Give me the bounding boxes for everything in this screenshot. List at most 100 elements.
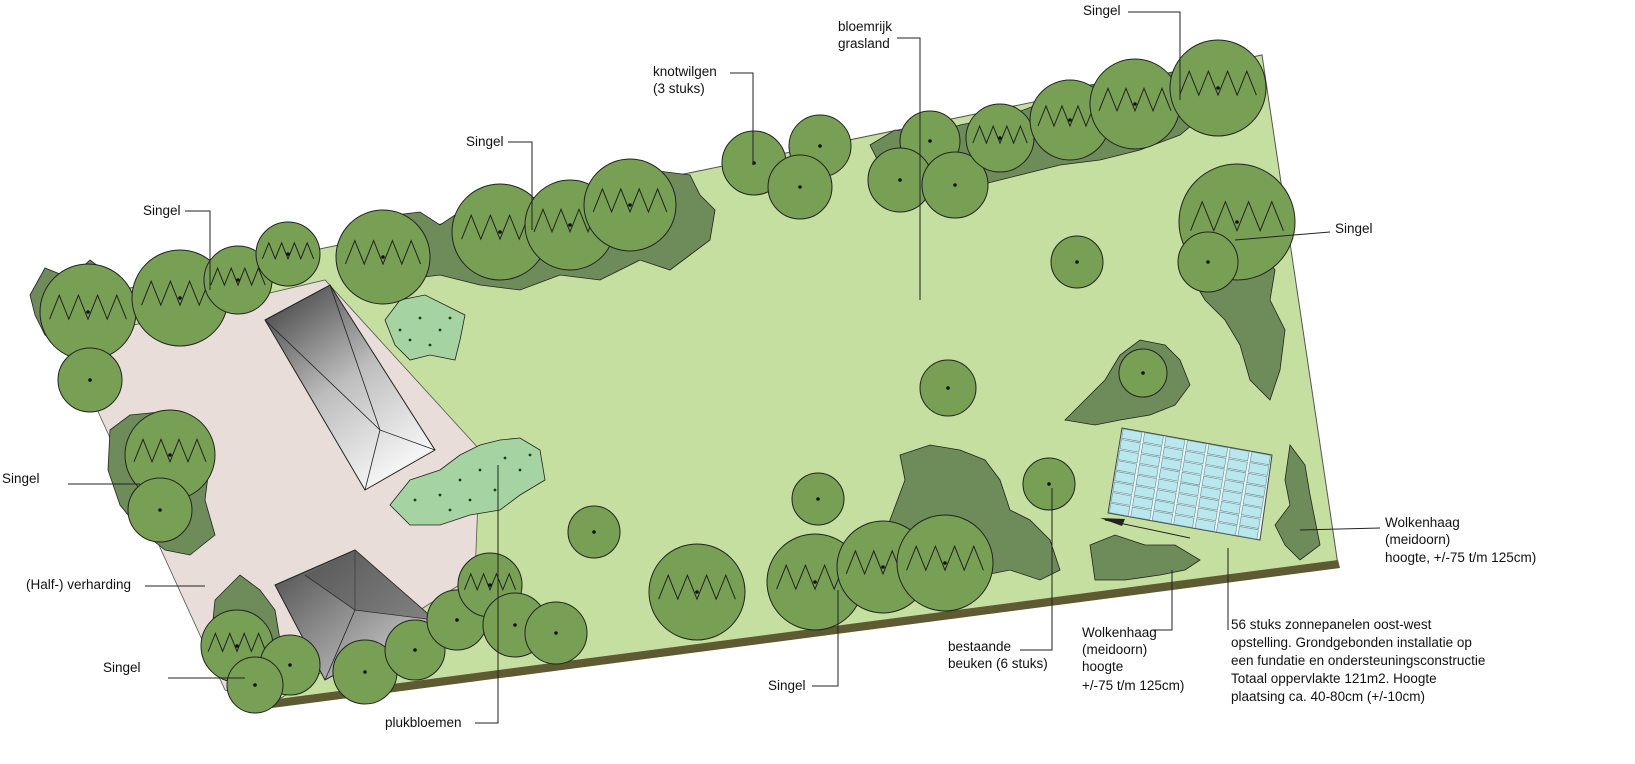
north-arrow (1100, 518, 1191, 539)
label-wolkenhaag-mid-line2: (meidoorn) (1082, 642, 1147, 657)
canopy-outline (49, 293, 127, 321)
solar-panel (1133, 485, 1156, 499)
house-building (264, 284, 436, 491)
label-singel-bottom-left: Singel (103, 660, 141, 675)
tree-trunk-dot (1141, 371, 1145, 375)
label-halfverharding: (Half-) verharding (26, 577, 131, 592)
solar-panel (1246, 472, 1268, 487)
solar-panel (1196, 507, 1218, 522)
solar-panel (1116, 460, 1138, 474)
solar-panel (1132, 496, 1154, 510)
plan-labels: Singel bloemrijk grasland knotwilgen (3 … (2, 3, 1536, 730)
solar-panel (1110, 492, 1132, 506)
tree-trunk-dot (363, 670, 367, 674)
solar-panel (1153, 499, 1175, 514)
tree-trunk-dot (1068, 118, 1072, 122)
label-wolkenhaag-mid-line4: +/-75 t/m 125cm) (1082, 678, 1184, 693)
label-zonnepanelen-line2: opstelling. Grondgebonden installatie op (1231, 635, 1472, 650)
solar-panel (1244, 483, 1266, 497)
tree-trunk-dot (1206, 260, 1210, 264)
solar-panel (1130, 506, 1152, 521)
label-zonnepanelen-line3: een fundatie en ondersteuningsconstructi… (1231, 653, 1485, 668)
solar-panel (1248, 462, 1270, 476)
tree-trunk-dot (86, 310, 90, 314)
solar-panel-field (1107, 427, 1273, 541)
canopy-outline (592, 187, 668, 214)
canopy-outline (906, 544, 984, 572)
label-singel-right: Singel (1335, 221, 1373, 236)
label-knotwilgen-line1: knotwilgen (653, 64, 717, 79)
canopy-outline (133, 437, 207, 464)
flower-patches (384, 294, 546, 526)
solar-panel (1162, 446, 1184, 461)
tree-trunk-dot (1133, 102, 1137, 106)
solar-panel (1139, 453, 1161, 468)
solar-panel (1114, 471, 1136, 485)
canopy-outline (658, 573, 736, 601)
tree-trunk-dot (158, 508, 162, 512)
label-wolkenhaag-mid-line3: hoogte (1082, 659, 1123, 674)
tree-trunk-dot (498, 230, 502, 234)
solar-panel (1160, 457, 1182, 471)
tree-trunk-dot (881, 565, 885, 569)
tree-trunk-dot (898, 178, 902, 182)
canopy-outline (344, 239, 422, 266)
label-beuken-line2: beuken (6 stuks) (948, 656, 1048, 671)
label-zonnepanelen-line1: 56 stuks zonnepanelen oost-west (1231, 617, 1432, 632)
solar-panel (1224, 469, 1247, 483)
tree-trunk-dot (943, 561, 947, 565)
label-bloemrijk-line2: grasland (838, 36, 890, 51)
solar-panel (1176, 493, 1198, 507)
solar-panel (1221, 490, 1243, 504)
solar-panel (1200, 486, 1222, 500)
solar-panel (1198, 497, 1220, 511)
solar-panel (1219, 500, 1241, 515)
wolkenhaag-hedge-right (1274, 443, 1321, 561)
flower-patch-upper (384, 294, 466, 361)
tree-trunk-dot (816, 497, 820, 501)
label-wolkenhaag-right-line3: hoogte, +/-75 t/m 125cm) (1385, 550, 1536, 565)
canopy-outline (207, 632, 267, 653)
solar-panel (1142, 432, 1164, 446)
tree-trunk-dot (235, 644, 239, 648)
solar-panel (1203, 465, 1225, 479)
tree-trunk-dot (1047, 482, 1051, 486)
label-wolkenhaag-right-line1: Wolkenhaag (1385, 515, 1460, 530)
solar-panel (1140, 443, 1163, 457)
solar-panel (1121, 428, 1143, 442)
solar-panel (1242, 494, 1264, 508)
canopy-outline (210, 266, 266, 287)
tree-trunk-dot (946, 386, 950, 390)
label-wolkenhaag-right-line2: (meidoorn) (1385, 532, 1450, 547)
solar-panel (1151, 510, 1173, 525)
tree-trunk-dot (628, 203, 632, 207)
label-singel-top-mid: Singel (466, 134, 504, 149)
tree-trunk-dot (813, 580, 817, 584)
solar-panel (1223, 479, 1245, 494)
flower-patch-lower (389, 437, 546, 526)
tree-trunk-dot (953, 183, 957, 187)
solar-panel (1117, 449, 1139, 464)
label-zonnepanelen-line5: plaatsing ca. 40-80cm (+/-10cm) (1231, 689, 1425, 704)
solar-panel (1119, 439, 1141, 453)
wolkenhaag-hedge-mid (1089, 534, 1201, 581)
canopy-outline (261, 241, 315, 261)
solar-panel (1205, 454, 1227, 469)
tree-trunk-dot (928, 139, 932, 143)
solar-panel (1112, 481, 1134, 496)
tree-trunk-dot (1235, 220, 1239, 224)
flower-specks (398, 316, 532, 512)
label-plukbloemen: plukbloemen (385, 715, 462, 730)
solar-panel (1228, 447, 1250, 462)
solar-panel (1164, 436, 1186, 450)
tree-trunk-dot (798, 185, 802, 189)
solar-panel (1155, 489, 1177, 503)
shed-building (274, 549, 436, 681)
label-knotwilgen-line2: (3 stuks) (653, 81, 705, 96)
tree-trunk-dot (236, 278, 240, 282)
solar-panel (1226, 458, 1248, 472)
tree-trunk-dot (592, 530, 596, 534)
solar-panel-grid (1109, 428, 1271, 540)
label-singel-top-right: Singel (1083, 3, 1121, 18)
tree-trunk-dot (286, 252, 290, 256)
